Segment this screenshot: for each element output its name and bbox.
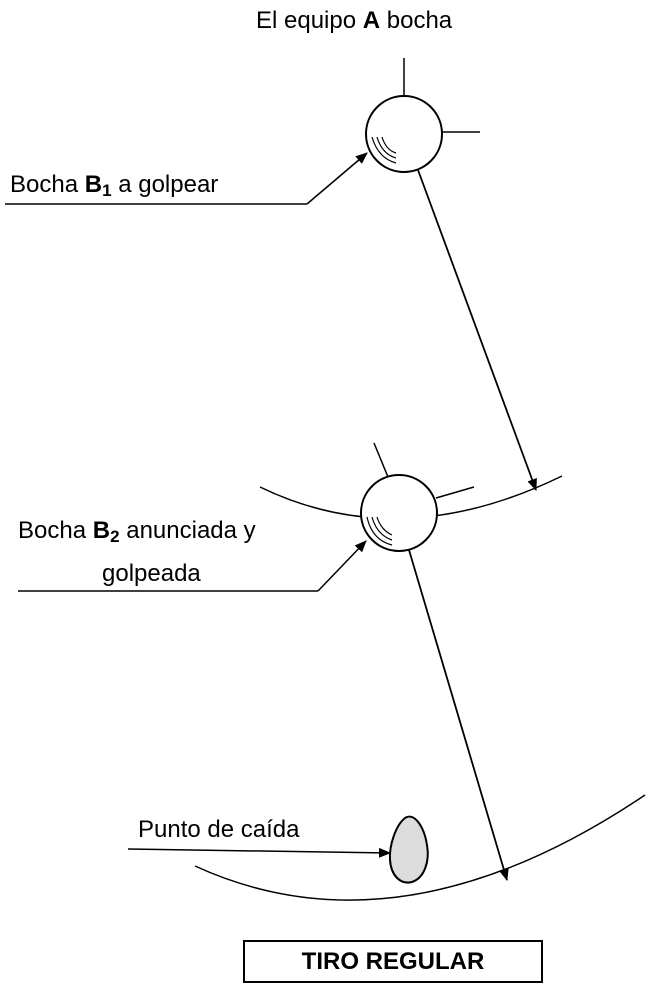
caption-box: TIRO REGULAR <box>243 940 543 983</box>
b1-label-prefix: Bocha <box>10 171 79 198</box>
b2-label-suffix: anunciada y <box>126 517 256 544</box>
trajectory-arrow-1 <box>417 169 537 491</box>
ball-b1 <box>365 58 480 173</box>
b1-leader <box>5 152 368 205</box>
team-label-prefix: El equipo <box>256 7 357 34</box>
drop-point-spot <box>388 815 429 884</box>
b1-label: Bocha B1 a golpear <box>10 170 218 200</box>
b2-label-subscript: 2 <box>110 527 120 546</box>
b1-label-suffix: a golpear <box>118 171 219 198</box>
drop-point-leader <box>127 847 391 858</box>
team-label-letter: A <box>362 7 381 34</box>
drop-point-label: Punto de caída <box>138 816 300 843</box>
trajectory-arrow-2 <box>408 549 509 881</box>
ball-b2 <box>360 442 475 552</box>
team-label-suffix: bocha <box>386 7 453 34</box>
b2-leader <box>18 540 367 592</box>
b2-label-prefix: Bocha <box>18 517 87 544</box>
b1-label-letter: B <box>84 171 103 198</box>
b2-label: Bocha B2 anunciada y <box>18 516 256 546</box>
team-label: El equipo A bocha <box>256 6 452 36</box>
b2-label-letter: B <box>92 517 111 544</box>
b1-label-subscript: 1 <box>102 181 112 200</box>
b2-label-line2: golpeada <box>102 560 201 587</box>
arc-2 <box>194 794 646 901</box>
